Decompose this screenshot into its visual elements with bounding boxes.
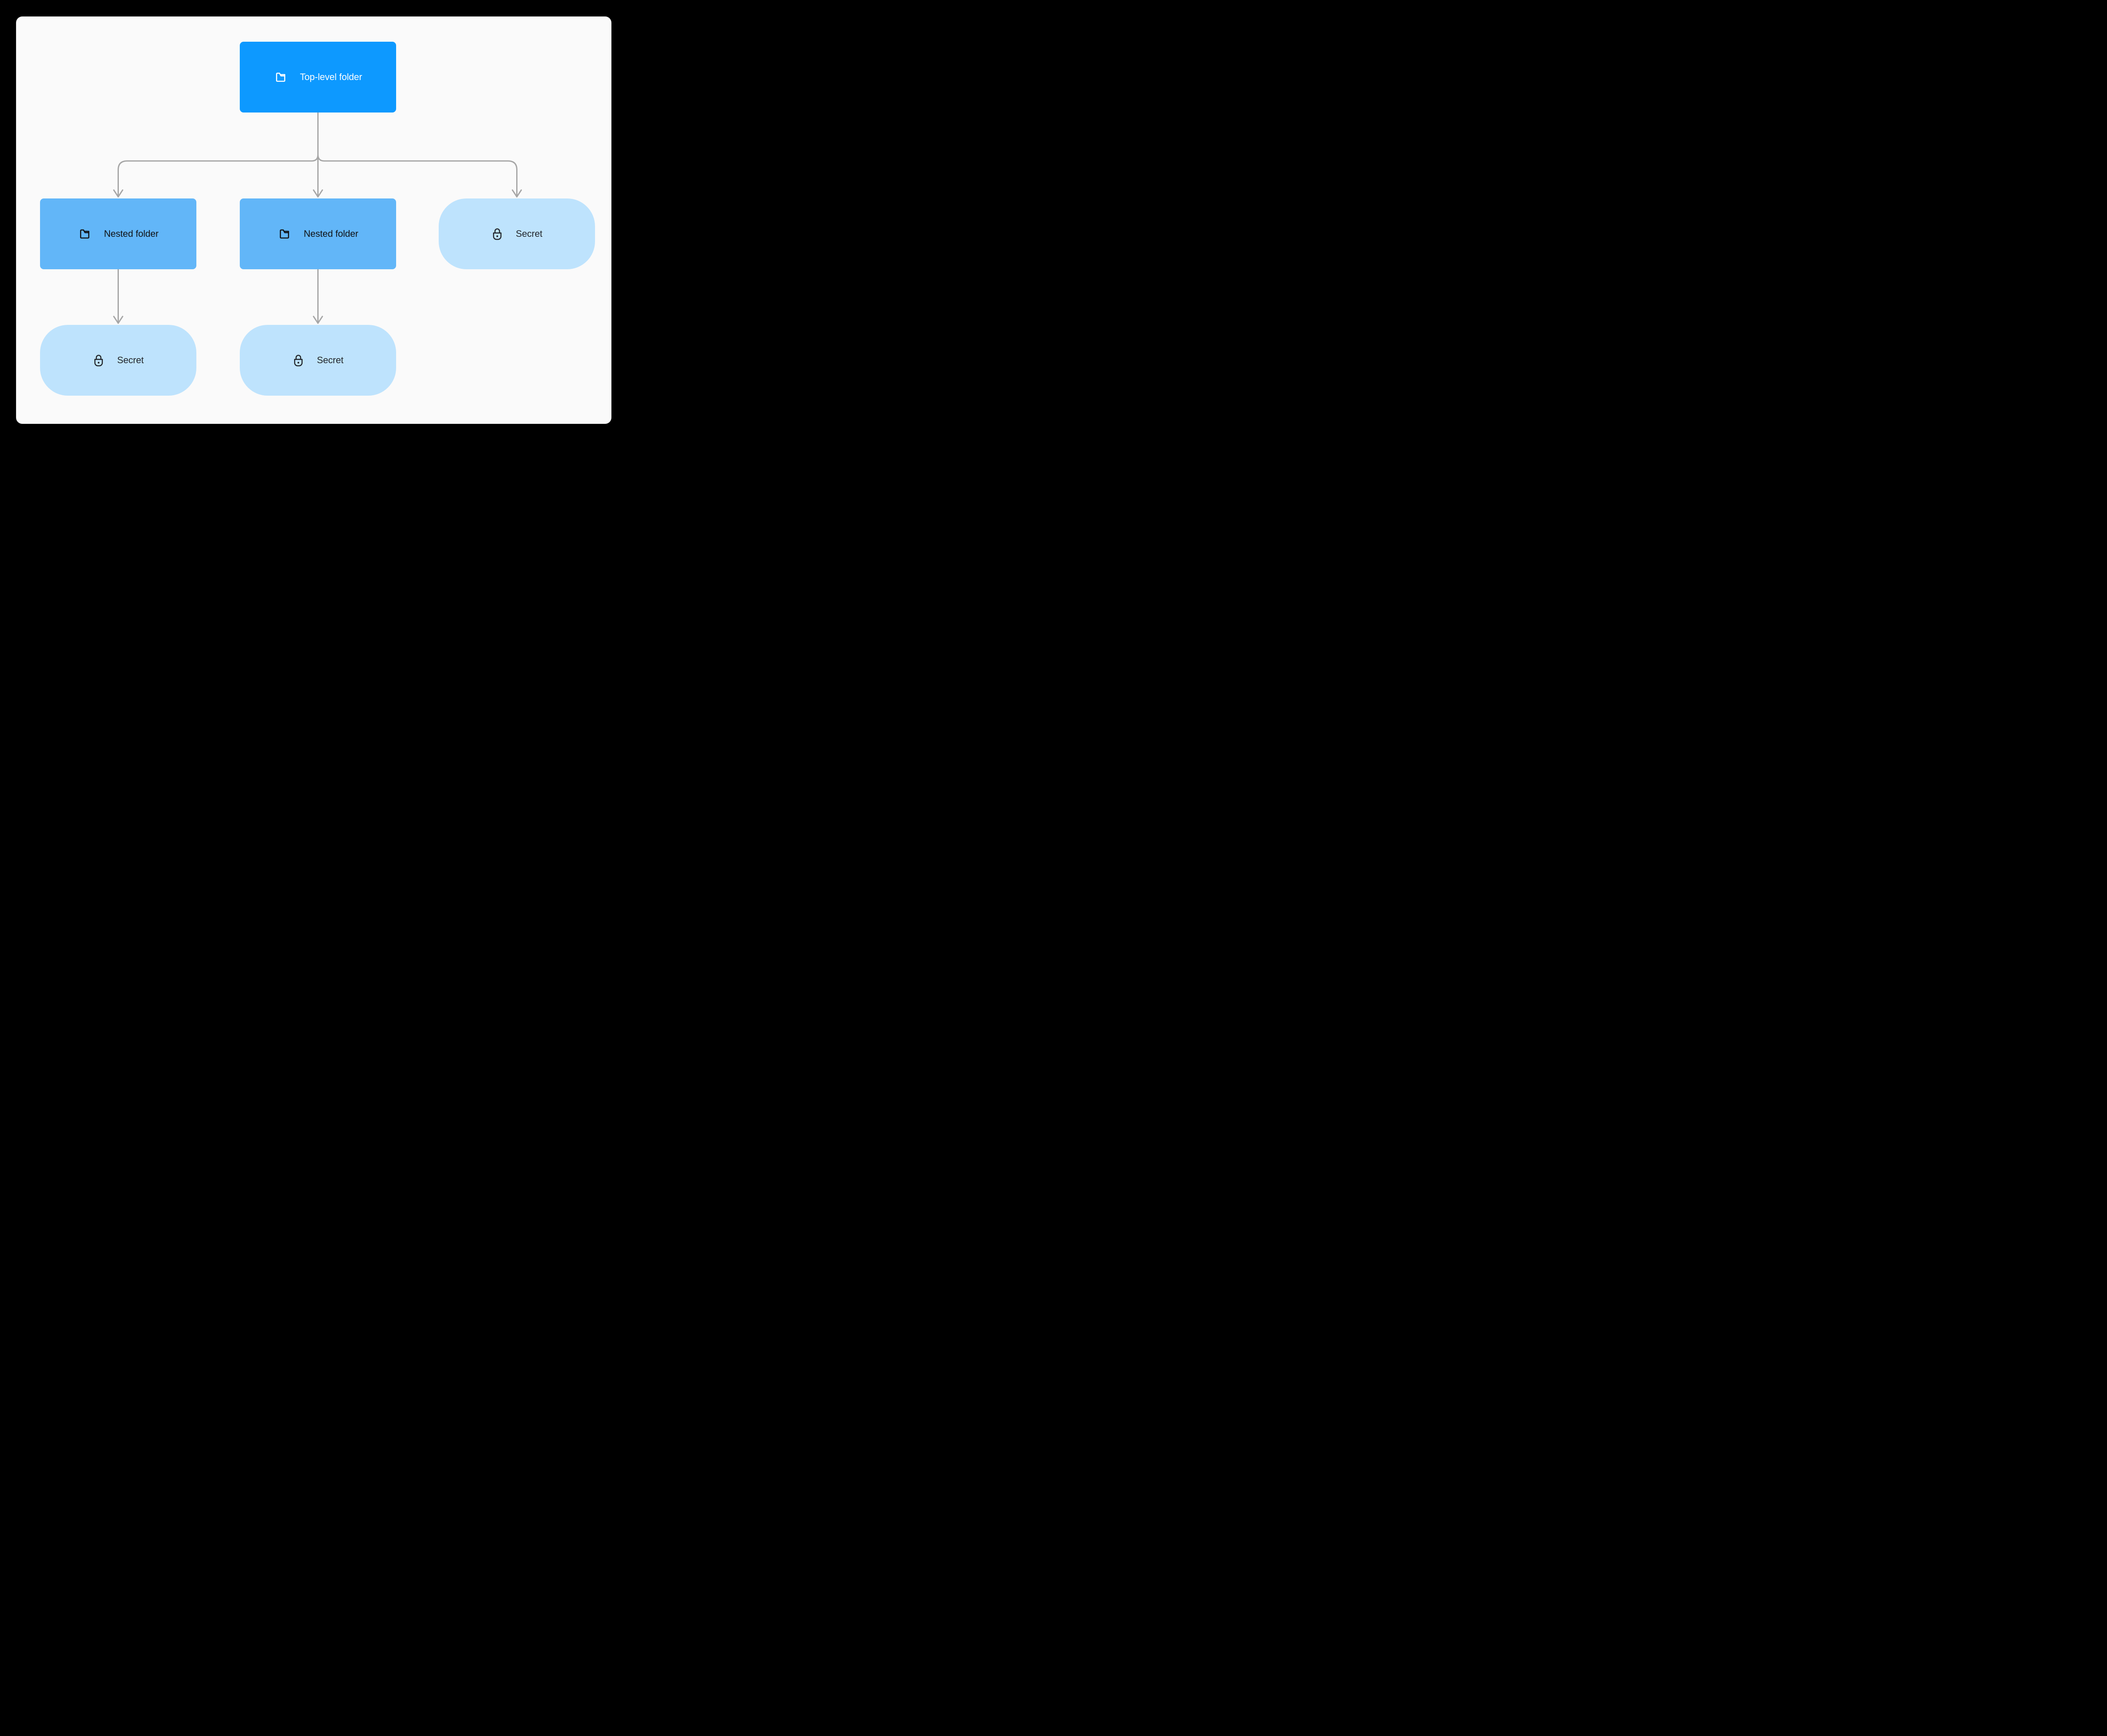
lock-icon <box>292 354 304 367</box>
arrowhead-secret-1 <box>512 189 522 198</box>
folder-icon <box>278 227 291 241</box>
node-label: Secret <box>516 228 542 239</box>
lock-icon <box>93 354 105 367</box>
arrowhead-secret-2 <box>113 316 123 324</box>
node-secret-3[interactable]: Secret <box>240 325 396 396</box>
node-label: Nested folder <box>303 228 359 239</box>
node-label: Secret <box>317 355 343 365</box>
lock-icon <box>491 227 503 241</box>
node-top-level-folder[interactable]: Top-level folder <box>240 42 396 113</box>
node-secret-2[interactable]: Secret <box>40 325 196 396</box>
node-nested-folder-1[interactable]: Nested folder <box>40 198 196 269</box>
node-label: Top-level folder <box>300 72 362 82</box>
node-label: Secret <box>117 355 144 365</box>
folder-icon <box>78 227 91 241</box>
arrowhead-nested-1 <box>113 189 123 198</box>
edge-top-to-secret-1 <box>317 112 517 198</box>
diagram-canvas: Top-level folder Nested folder Nested fo… <box>16 17 611 423</box>
node-label: Nested folder <box>104 228 159 239</box>
node-secret-1[interactable]: Secret <box>439 198 595 269</box>
node-nested-folder-2[interactable]: Nested folder <box>240 198 396 269</box>
screenshot-frame: Top-level folder Nested folder Nested fo… <box>0 0 627 434</box>
edge-top-to-nested-1 <box>118 112 319 198</box>
arrowhead-nested-2 <box>313 189 323 198</box>
folder-icon <box>274 70 287 84</box>
arrowhead-secret-3 <box>313 316 323 324</box>
